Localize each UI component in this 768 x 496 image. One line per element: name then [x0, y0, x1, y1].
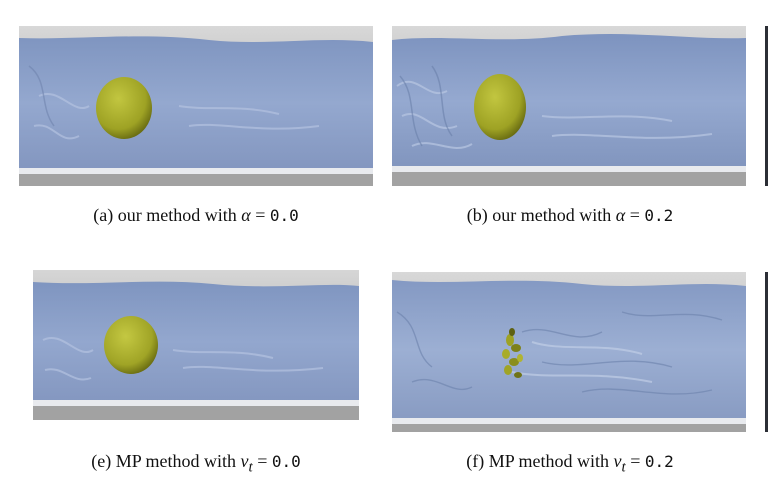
caption-symbol: v [240, 451, 249, 471]
caption-label: (e) [91, 451, 112, 471]
fluid-render-e [33, 270, 359, 420]
ball-object [104, 316, 158, 374]
caption-text: our method with [492, 205, 612, 225]
fluid-render-a [19, 26, 373, 186]
caption-value: 0.0 [269, 206, 299, 225]
caption-text: our method with [117, 205, 237, 225]
caption-b: (b) our method with α = 0.2 [428, 204, 712, 227]
caption-equals: = [255, 205, 266, 225]
caption-f: (f) MP method with vt = 0.2 [428, 450, 712, 479]
cropped-panel-edge-top [765, 26, 768, 186]
caption-value: 0.2 [644, 206, 674, 225]
caption-label: (a) [93, 205, 114, 225]
ball-object [474, 74, 526, 140]
caption-symbol: α [241, 205, 251, 225]
caption-equals: = [257, 451, 268, 471]
ball-object [96, 77, 152, 139]
caption-value: 0.2 [644, 452, 674, 471]
cropped-panel-edge-bottom [765, 272, 768, 432]
caption-subscript: t [248, 459, 253, 476]
caption-label: (b) [466, 205, 488, 225]
caption-symbol: v [613, 451, 622, 471]
caption-equals: = [630, 451, 641, 471]
caption-equals: = [629, 205, 640, 225]
caption-text: MP method with [115, 451, 237, 471]
caption-text: MP method with [488, 451, 610, 471]
caption-subscript: t [621, 459, 626, 476]
caption-label: (f) [466, 451, 485, 471]
panel-f-image [392, 272, 746, 432]
ball-fragments [502, 328, 523, 378]
caption-value: 0.0 [271, 452, 301, 471]
fluid-render-f [392, 272, 746, 432]
caption-a: (a) our method with α = 0.0 [60, 204, 332, 227]
panel-a-image [19, 26, 373, 186]
fluid-render-b [392, 26, 746, 186]
caption-symbol: α [615, 205, 626, 225]
panel-e-image [33, 270, 359, 420]
panel-b-image [392, 26, 746, 186]
caption-e: (e) MP method with vt = 0.0 [60, 450, 332, 479]
